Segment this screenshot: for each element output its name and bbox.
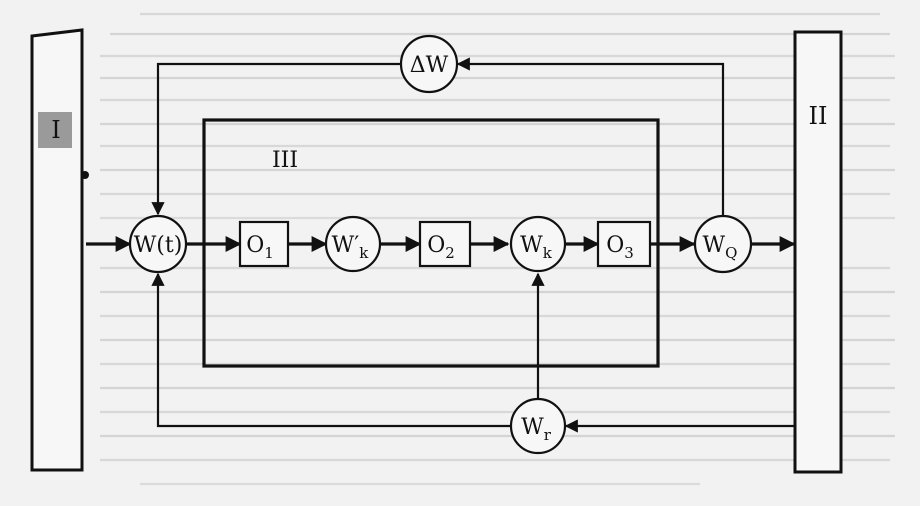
node-wk: Wk (509, 215, 567, 273)
node-wt-label: W(t) (134, 233, 183, 258)
box-o3-label: O3 (606, 233, 634, 262)
box-o1-label: O1 (246, 233, 274, 262)
node-wk-prime-circle (324, 215, 382, 273)
node-wk-sub: k (543, 244, 553, 262)
node-wk-prime-label: W′k (332, 233, 370, 262)
node-wk-prime: W′k (324, 215, 382, 273)
node-wt-circle (128, 214, 188, 274)
box-o1-main: O (246, 233, 264, 258)
block-i: I (30, 28, 89, 472)
block-ii: II (793, 30, 843, 474)
box-o2-frame (418, 220, 472, 268)
node-wq: WQ (693, 214, 753, 274)
node-wk-circle (509, 215, 567, 273)
box-o3: O3 (596, 220, 652, 268)
node-wr: Wr (509, 397, 567, 455)
box-o3-sub: 3 (624, 244, 634, 262)
feedback-wr (151, 272, 794, 433)
node-delta-w-label: ΔW (410, 53, 449, 78)
box-o2-sub: 2 (445, 244, 455, 262)
box-o2-label: O2 (427, 233, 455, 262)
node-wr-main: W (521, 415, 544, 440)
box-o1-frame (238, 220, 290, 268)
box-o3-main: O (606, 233, 624, 258)
feedback-delta-w (151, 57, 725, 216)
node-wk-prime-main: W′ (332, 233, 360, 258)
bleed-through-texture (100, 12, 895, 486)
node-delta-w-circle (399, 34, 459, 94)
box-o1: O1 (238, 220, 290, 268)
box-o2-main: O (427, 233, 445, 258)
node-wq-circle (693, 214, 753, 274)
node-wr-label: Wr (521, 415, 552, 444)
block-ii-label: II (809, 102, 828, 130)
arrow-delta-w-to-wt (151, 62, 400, 216)
node-wk-prime-sub: k (359, 244, 369, 262)
block-i-label: I (51, 116, 60, 144)
block-iii-label: III (272, 148, 298, 173)
node-wr-circle (509, 397, 567, 455)
node-wk-main: W (520, 233, 543, 258)
box-o2: O2 (418, 220, 472, 268)
node-delta-w: ΔW (399, 34, 459, 94)
node-wq-label: WQ (703, 233, 738, 262)
box-o1-sub: 1 (264, 244, 274, 262)
block-i-frame (30, 28, 84, 472)
block-ii-frame (793, 30, 843, 474)
block-i-label-patch (38, 112, 72, 148)
node-wq-sub: Q (725, 244, 737, 262)
arrow-wq-to-delta-w (456, 57, 725, 216)
node-wt: W(t) (128, 214, 188, 274)
box-o3-frame (596, 220, 652, 268)
arrow-wr-to-wt (151, 272, 510, 428)
node-wr-sub: r (544, 426, 552, 444)
node-wq-main: W (703, 233, 726, 258)
node-wk-label: Wk (520, 233, 553, 262)
block-i-port-dot (81, 171, 89, 179)
